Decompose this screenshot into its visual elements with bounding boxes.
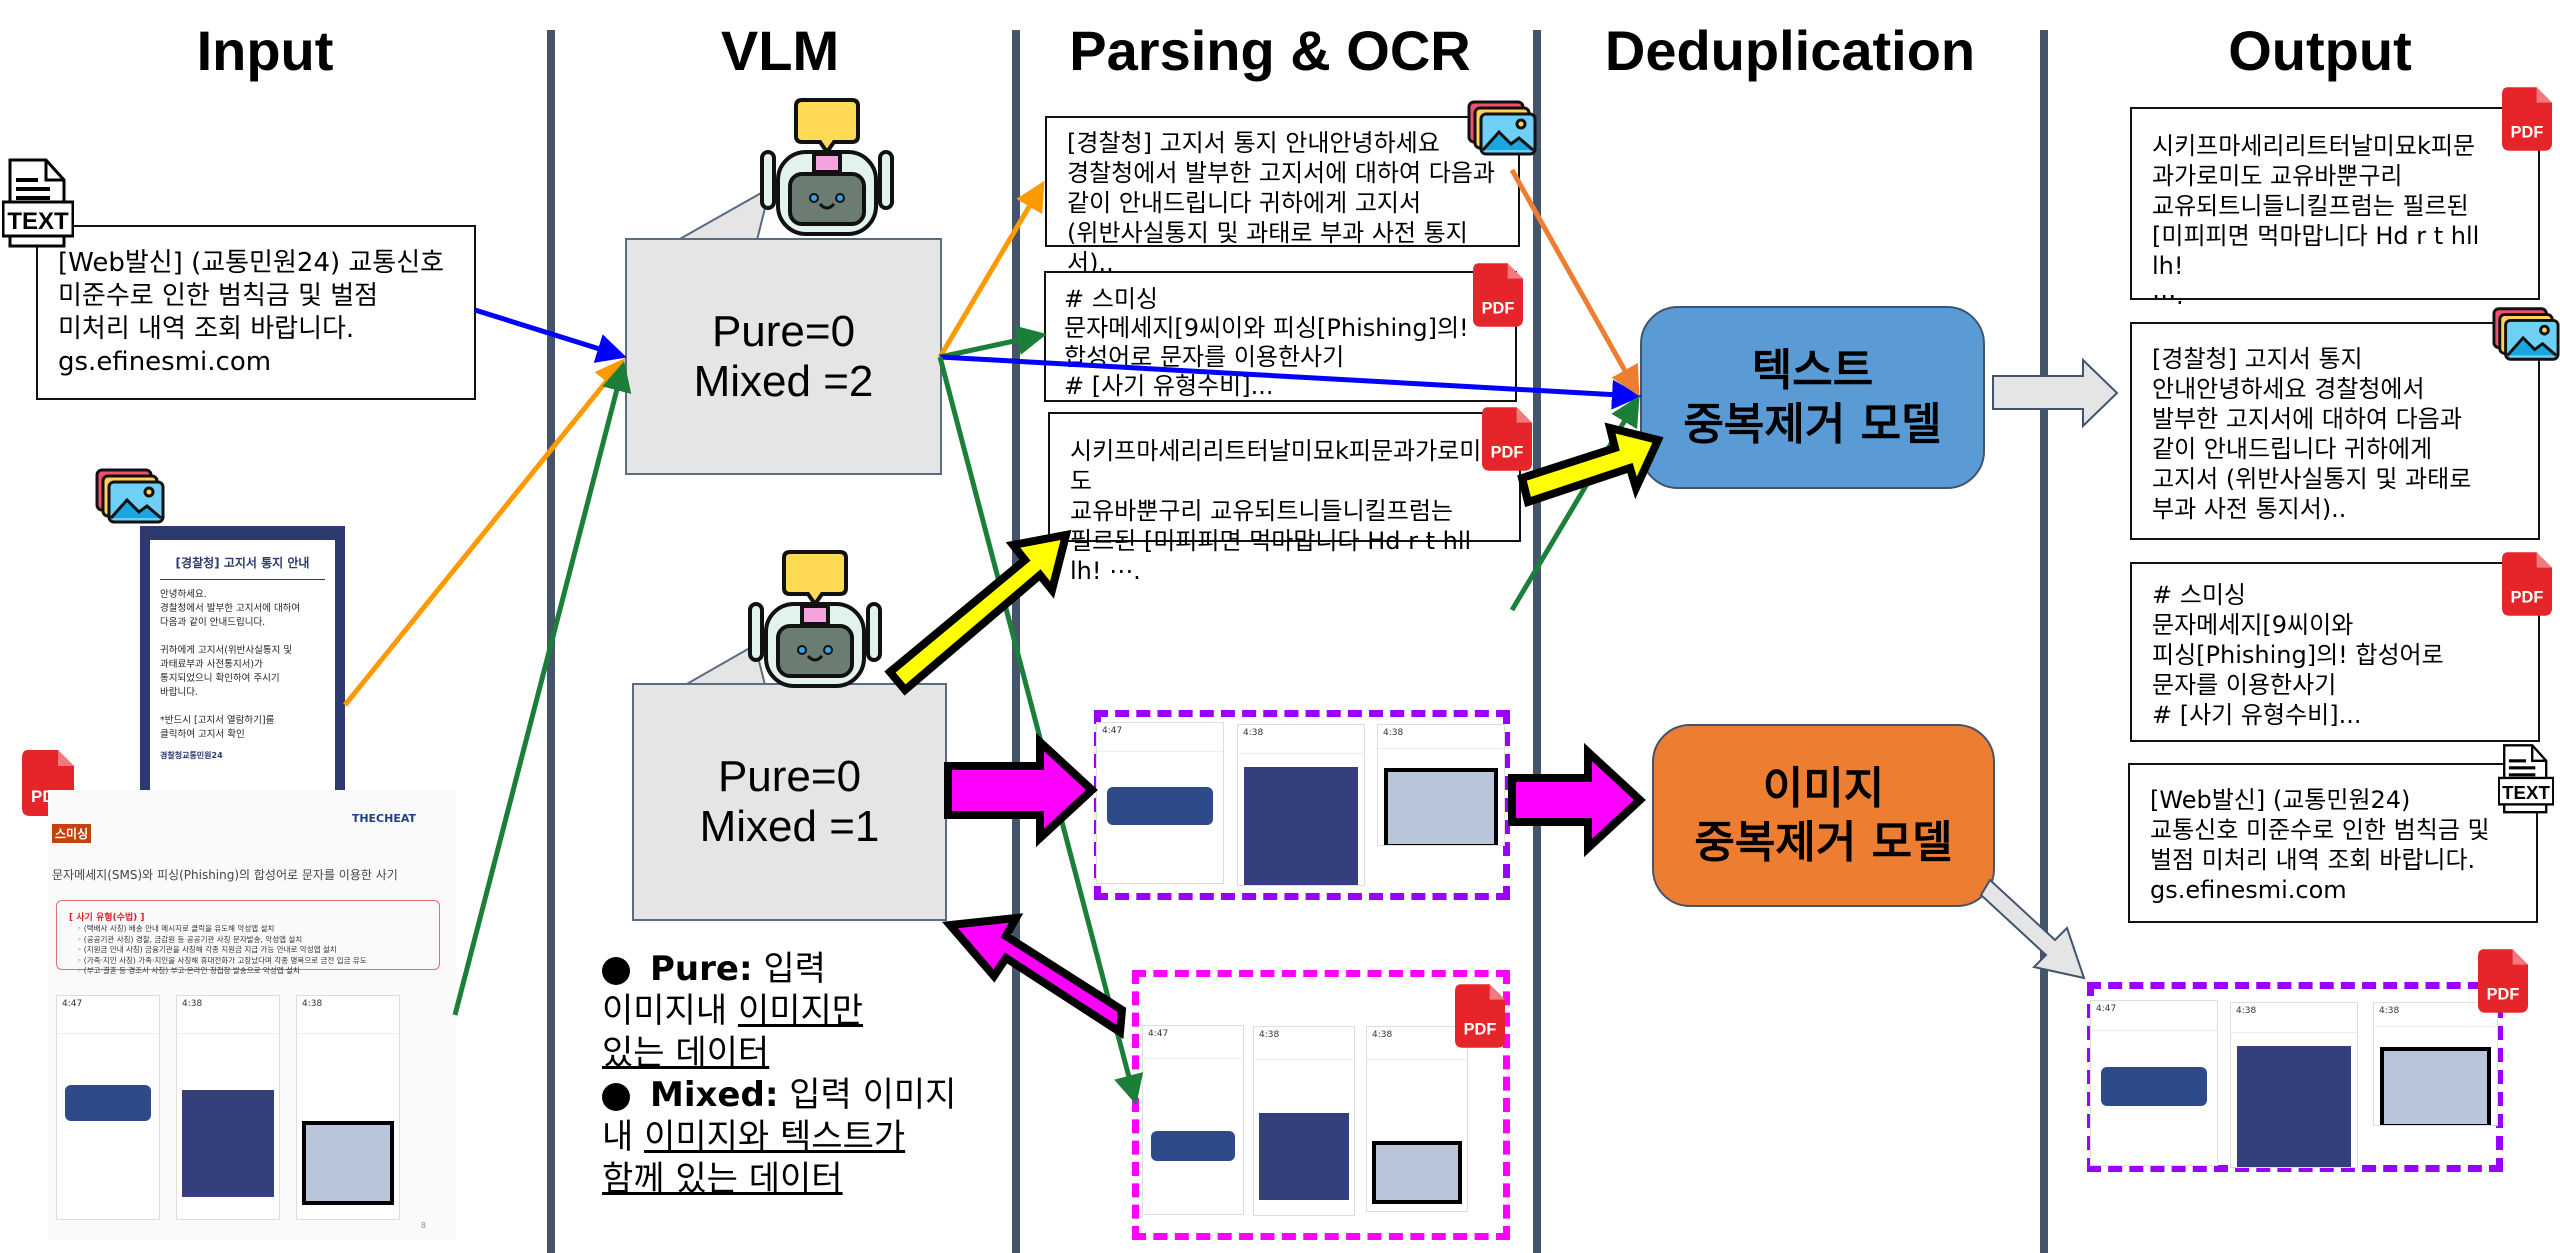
column-title-input: Input xyxy=(196,19,334,82)
svg-text:PDF: PDF xyxy=(2511,123,2544,141)
ocr-result-image: [경찰청] 고지서 통지 안내안녕하세요 경찰청에서 발부한 고지서에 대하여 … xyxy=(1045,116,1520,277)
output-item: [경찰청] 고지서 통지 안내안녕하세요 경찰청에서 발부한 고지서에 대하여 … xyxy=(2130,322,2540,540)
pure-mixed-legend: Pure: 입력 이미지내 이미지만 있는 데이터 Mixed: 입력 이미지 … xyxy=(602,948,1022,1200)
pdf-file-icon: PDF xyxy=(2478,948,2528,1014)
gray-arrow-text-dedup-to-output xyxy=(1992,357,2119,429)
ocr-result-pdf-garbled: 시키프마세리리트터날미묘k피문과가로미도 교유바뿐구리 교유되트니들니킬프럼는 … xyxy=(1048,412,1521,585)
svg-text:PDF: PDF xyxy=(1491,443,1524,461)
svg-text:PDF: PDF xyxy=(2511,588,2544,606)
input-text-message: [Web발신] (교통민원24) 교통신호 미준수로 인한 범칙금 및 벌점 미… xyxy=(36,225,476,400)
column-divider xyxy=(547,30,555,1253)
pdf-list-item: ◦ (가족·지인 사칭) 가족·지인을 사칭해 휴대전화가 고장났다며 각종 명… xyxy=(77,955,367,965)
legend-mixed: Mixed: 입력 이미지 내 이미지와 텍스트가 함께 있는 데이터 xyxy=(602,1075,957,1199)
arrow-image-to-vlm xyxy=(343,358,626,707)
column-title-output: Output xyxy=(2228,19,2412,82)
legend-pure: Pure: 입력 이미지내 이미지만 있는 데이터 xyxy=(602,949,864,1073)
screenshot-phone: 4:38 xyxy=(1237,724,1365,886)
vlm-result-box-1: Pure=0 Mixed =2 xyxy=(625,238,942,475)
robot-icon xyxy=(748,548,882,690)
magenta-block-arrow-vlm-to-pure xyxy=(944,732,1098,848)
input-image-document: [경찰청] 고지서 통지 안내 안녕하세요. 경찰청에서 발부한 고지서에 대하… xyxy=(140,526,345,796)
ocr-result-pdf: # 스미싱 문자메세지[9씨이와 피싱[Phishing]의! 합성어로 문자를… xyxy=(1044,271,1517,402)
magenta-block-arrow-pure-to-dedup xyxy=(1508,742,1646,858)
svg-text:PDF: PDF xyxy=(1464,1020,1497,1038)
yellow-block-arrow-vlm-to-ocr xyxy=(884,529,1072,696)
image-stack-icon xyxy=(2492,306,2560,362)
screenshot-phone: 4:47 xyxy=(2090,1000,2218,1166)
pdf-file-icon: PDF xyxy=(1473,262,1523,328)
screenshot-phone: 4:38 xyxy=(2230,1002,2358,1168)
bullet-icon xyxy=(602,1082,630,1111)
output-item: 시키프마세리리트터날미묘k피문 과가로미도 교유바뿐구리 교유되트니들니킬프럼는… xyxy=(2130,107,2540,310)
pdf-tag: 스미싱 xyxy=(52,824,92,843)
text-dedup-model: 텍스트 중복제거 모델 xyxy=(1640,306,1985,489)
notice-footer: 경찰청교통민원24 xyxy=(160,751,223,760)
notice-body: 안녕하세요. 경찰청에서 발부한 고지서에 대하여 다음과 같이 안내드립니다.… xyxy=(160,589,301,740)
output-item: [Web발신] (교통민원24) 교통신호 미준수로 인한 범칙금 및 벌점 미… xyxy=(2128,763,2538,923)
screenshot-phone: 4:38 xyxy=(176,995,280,1220)
pdf-list-item: ◦ (공공기관 사칭) 경찰, 금감원 등 공공기관 사칭 문자발송, 악성앱 … xyxy=(77,934,303,944)
image-stack-icon xyxy=(1467,100,1537,156)
column-divider xyxy=(2040,30,2048,1253)
gray-arrow-image-dedup-to-output xyxy=(1979,878,2086,980)
svg-text:PDF: PDF xyxy=(1482,299,1515,317)
input-pdf-document: THECHEAT 스미싱 문자메세지(SMS)와 피싱(Phishing)의 합… xyxy=(48,790,456,1240)
screenshot-phone: 4:47 xyxy=(1142,1025,1244,1215)
vlm-result-box-2: Pure=0 Mixed =1 xyxy=(632,683,947,921)
column-title-dedup: Deduplication xyxy=(1604,19,1976,82)
screenshot-phone: 4:38 xyxy=(1366,1026,1468,1212)
pdf-list-item: ◦ (택배사 사칭) 배송 안내 메시지로 클릭을 유도해 악성앱 설치 xyxy=(77,924,275,933)
arrow-ocr-image-to-dedup xyxy=(1509,168,1640,397)
arrow-vlm-to-ocr-image xyxy=(937,180,1045,359)
screenshot-phone: 4:47 xyxy=(56,995,160,1220)
pdf-page-number: 8 xyxy=(420,1221,426,1230)
column-title-parsing: Parsing & OCR xyxy=(1069,19,1471,82)
screenshot-phone: 4:38 xyxy=(1253,1026,1355,1216)
bullet-icon xyxy=(602,956,630,985)
image-group-mixed xyxy=(1132,970,1510,1240)
column-divider xyxy=(1533,30,1541,1253)
pdf-list-item: ◦ (지원금 안내 사칭) 금융기관을 사칭해 각종 지원금 지급 가능 안내로… xyxy=(77,945,337,954)
pdf-brand: THECHEAT xyxy=(351,812,416,825)
yellow-block-arrow-ocr-to-dedup xyxy=(1517,422,1664,508)
pdf-list-item: ◦ (부고·결혼 등 경조사 사칭) 부고·온라인 청첩장 발송으로 악성앱 설… xyxy=(77,966,300,975)
image-dedup-model: 이미지 중복제거 모델 xyxy=(1652,724,1995,907)
screenshot-phone: 4:38 xyxy=(2373,1002,2498,1126)
screenshot-phone: 4:38 xyxy=(1377,724,1505,846)
svg-text:TEXT: TEXT xyxy=(2502,782,2550,803)
screenshot-phone: 4:38 xyxy=(296,995,400,1220)
column-title-vlm: VLM xyxy=(720,19,840,82)
robot-icon xyxy=(760,96,894,238)
text-file-icon: TEXT xyxy=(2497,742,2555,817)
pdf-headline: 문자메세지(SMS)와 피싱(Phishing)의 합성어로 문자를 이용한 사… xyxy=(52,868,398,882)
pdf-file-icon: PDF xyxy=(2502,551,2552,617)
output-item: # 스미싱 문자메세지[9씨이와 피싱[Phishing]의! 합성어로 문자를… xyxy=(2130,562,2540,742)
text-file-icon: TEXT xyxy=(1,156,75,252)
screenshot-phone: 4:47 xyxy=(1096,722,1224,884)
pdf-file-icon: PDF xyxy=(1482,406,1532,472)
arrow-pdf-to-vlm xyxy=(452,361,632,1016)
pdf-file-icon: PDF xyxy=(2502,86,2552,152)
pdf-section-title: [ 사기 유형(수법) ] xyxy=(67,910,147,923)
notice-title: [경찰청] 고지서 통지 안내 xyxy=(160,546,325,580)
svg-text:TEXT: TEXT xyxy=(7,208,69,235)
image-stack-icon xyxy=(95,468,165,524)
svg-text:PDF: PDF xyxy=(2487,985,2520,1003)
pdf-file-icon: PDF xyxy=(1455,983,1505,1049)
arrow-vlm-to-ocr-pdf xyxy=(939,325,1047,360)
